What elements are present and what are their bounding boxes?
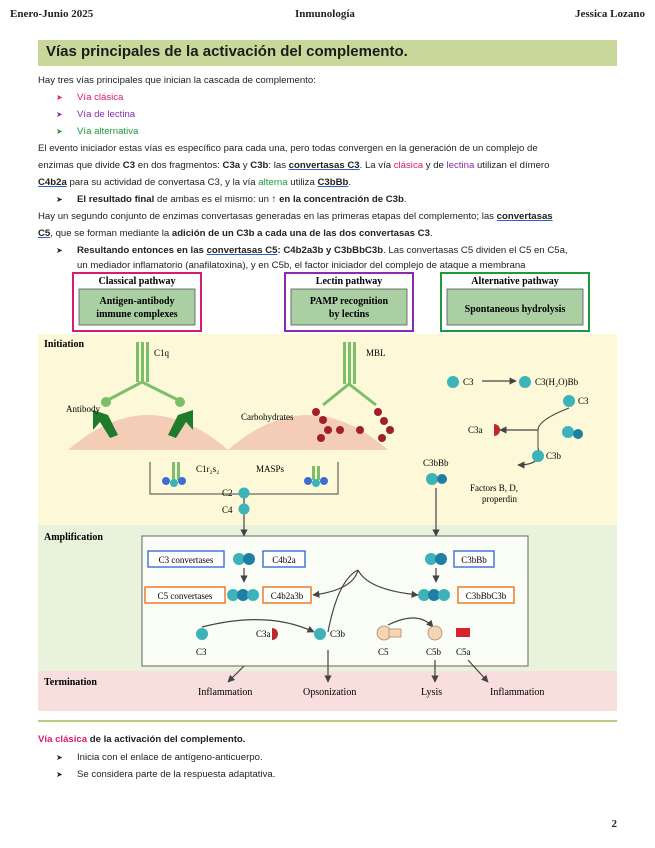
- svg-text:properdin: properdin: [482, 494, 517, 504]
- svg-text:Antigen-antibody: Antigen-antibody: [99, 296, 174, 307]
- svg-text:MASPs: MASPs: [256, 464, 285, 474]
- svg-text:C3bBb: C3bBb: [423, 458, 449, 468]
- svg-text:C5 convertases: C5 convertases: [158, 591, 213, 601]
- svg-text:C3a: C3a: [256, 629, 271, 639]
- page-number: 2: [611, 818, 618, 830]
- masps-icon: [304, 466, 328, 487]
- section-divider: [38, 720, 617, 722]
- c3a-fragment-icon: [494, 424, 500, 436]
- c3bbbc3b-box: [457, 586, 515, 604]
- svg-text:C3bBb: C3bBb: [461, 555, 487, 565]
- svg-text:C2: C2: [222, 488, 233, 498]
- para1-line3: C4b2a para su actividad de convertasa C3…: [38, 177, 352, 188]
- svg-text:C3: C3: [578, 396, 589, 406]
- svg-text:C3: C3: [196, 647, 207, 657]
- bullet-arrow-icon: ➤: [56, 753, 63, 762]
- svg-text:C3bBbC3b: C3bBbC3b: [466, 591, 507, 601]
- svg-text:by lectins: by lectins: [329, 309, 369, 320]
- svg-text:C1r₂s₂: C1r₂s₂: [196, 464, 219, 474]
- carbohydrate-icon: [312, 408, 394, 442]
- svg-text:C1q: C1q: [154, 348, 170, 358]
- alternative-pathway-box: Alternative pathway Spontaneous hydrolys…: [440, 272, 590, 332]
- complement-pathways-figure: Classical pathway Antigen-antibody immun…: [38, 272, 617, 711]
- svg-text:C4b2a: C4b2a: [272, 555, 296, 565]
- svg-text:Factors B, D,: Factors B, D,: [470, 483, 518, 493]
- c3h2obb-icon: [519, 376, 531, 388]
- svg-text:C3 convertases: C3 convertases: [159, 555, 214, 565]
- section-title: Vías principales de la activación del co…: [46, 43, 408, 60]
- svg-text:Carbohydrates: Carbohydrates: [241, 412, 294, 422]
- svg-text:Lysis: Lysis: [421, 687, 442, 698]
- c4b2a3b-box: [262, 586, 312, 604]
- svg-text:C5b: C5b: [426, 647, 442, 657]
- c5b-molecule-icon: [427, 625, 443, 641]
- c5a-fragment-icon: [456, 628, 470, 637]
- classic-section-title: Vía clásica de la activación del complem…: [38, 734, 246, 745]
- bullet-arrow-icon: ➤: [56, 110, 63, 119]
- c3-convertases-box: [147, 550, 225, 568]
- svg-text:Inflammation: Inflammation: [490, 687, 544, 698]
- svg-text:MBL: MBL: [366, 348, 386, 358]
- bullet1-text: El resultado final de ambas es el mismo:…: [77, 194, 407, 205]
- svg-text:Spontaneous hydrolysis: Spontaneous hydrolysis: [465, 304, 566, 315]
- svg-text:PAMP recognition: PAMP recognition: [310, 296, 389, 307]
- para2-line1: Hay un segundo conjunto de enzimas conve…: [38, 211, 553, 222]
- classic-item-1: Inicia con el enlace de antígeno-anticue…: [77, 752, 263, 763]
- page-header: Enero-Junio 2025 Inmunología Jessica Loz…: [10, 8, 645, 22]
- svg-text:C5a: C5a: [456, 647, 471, 657]
- list-item-classical: Vía clásica: [77, 92, 124, 103]
- para1-line2: enzimas que divide C3 en dos fragmentos:…: [38, 160, 550, 171]
- cell-membrane: [228, 415, 388, 450]
- c5-molecule-icon: [376, 625, 402, 641]
- alternative-pathway-title: Alternative pathway: [471, 276, 559, 287]
- classic-item-2: Se considera parte de la respuesta adapt…: [77, 769, 276, 780]
- c1q-antibody-icon: [93, 342, 193, 438]
- bullet-arrow-icon: ➤: [56, 770, 63, 779]
- svg-text:C3: C3: [463, 377, 474, 387]
- intro-text: Hay tres vías principales que inician la…: [38, 75, 316, 86]
- section-title-bar: Vías principales de la activación del co…: [38, 40, 617, 66]
- initiation-label: Initiation: [44, 339, 84, 350]
- list-item-alternative: Vía alternativa: [77, 126, 139, 137]
- header-author: Jessica Lozano: [575, 8, 645, 20]
- svg-text:C3a: C3a: [468, 425, 483, 435]
- svg-text:C4: C4: [222, 505, 233, 515]
- svg-text:Inflammation: Inflammation: [198, 687, 252, 698]
- svg-text:Antibody: Antibody: [66, 404, 101, 414]
- c3-molecule-icon: [447, 376, 459, 388]
- bullet2-line1: Resultando entonces en las convertasas C…: [77, 245, 568, 256]
- header-subject: Inmunología: [295, 8, 355, 20]
- bullet-arrow-icon: ➤: [56, 93, 63, 102]
- classical-pathway-title: Classical pathway: [99, 276, 176, 287]
- svg-text:C3b: C3b: [546, 451, 562, 461]
- amplification-label: Amplification: [44, 532, 103, 543]
- svg-text:C3b: C3b: [330, 629, 346, 639]
- c1r2s2-complex-icon: [162, 462, 186, 487]
- bullet-arrow-icon: ➤: [56, 195, 63, 204]
- c5-convertases-box: [144, 586, 226, 604]
- svg-text:immune complexes: immune complexes: [96, 309, 177, 320]
- bullet-arrow-icon: ➤: [56, 127, 63, 136]
- c4b2a-box: [262, 550, 306, 568]
- para1-line1: El evento iniciador estas vías es especí…: [38, 143, 538, 154]
- mbl-icon: [322, 342, 377, 407]
- svg-text:C3(H₂O)Bb: C3(H₂O)Bb: [535, 377, 579, 387]
- svg-text:C5: C5: [378, 647, 389, 657]
- c3bbb-box: [453, 550, 495, 568]
- termination-label: Termination: [44, 677, 97, 688]
- list-item-lectin: Vía de lectina: [77, 109, 136, 120]
- lectin-pathway-box: Lectin pathway PAMP recognition by lecti…: [284, 272, 414, 332]
- lectin-pathway-title: Lectin pathway: [316, 276, 382, 287]
- classical-pathway-box: Classical pathway Antigen-antibody immun…: [72, 272, 202, 332]
- svg-text:C4b2a3b: C4b2a3b: [271, 591, 304, 601]
- bullet2-line2: un mediador inflamatorio (anafilatoxina)…: [77, 260, 526, 271]
- header-date: Enero-Junio 2025: [10, 8, 94, 20]
- bullet-arrow-icon: ➤: [56, 246, 63, 255]
- svg-text:Opsonization: Opsonization: [303, 687, 356, 698]
- para2-line2: C5, que se forman mediante la adición de…: [38, 228, 433, 239]
